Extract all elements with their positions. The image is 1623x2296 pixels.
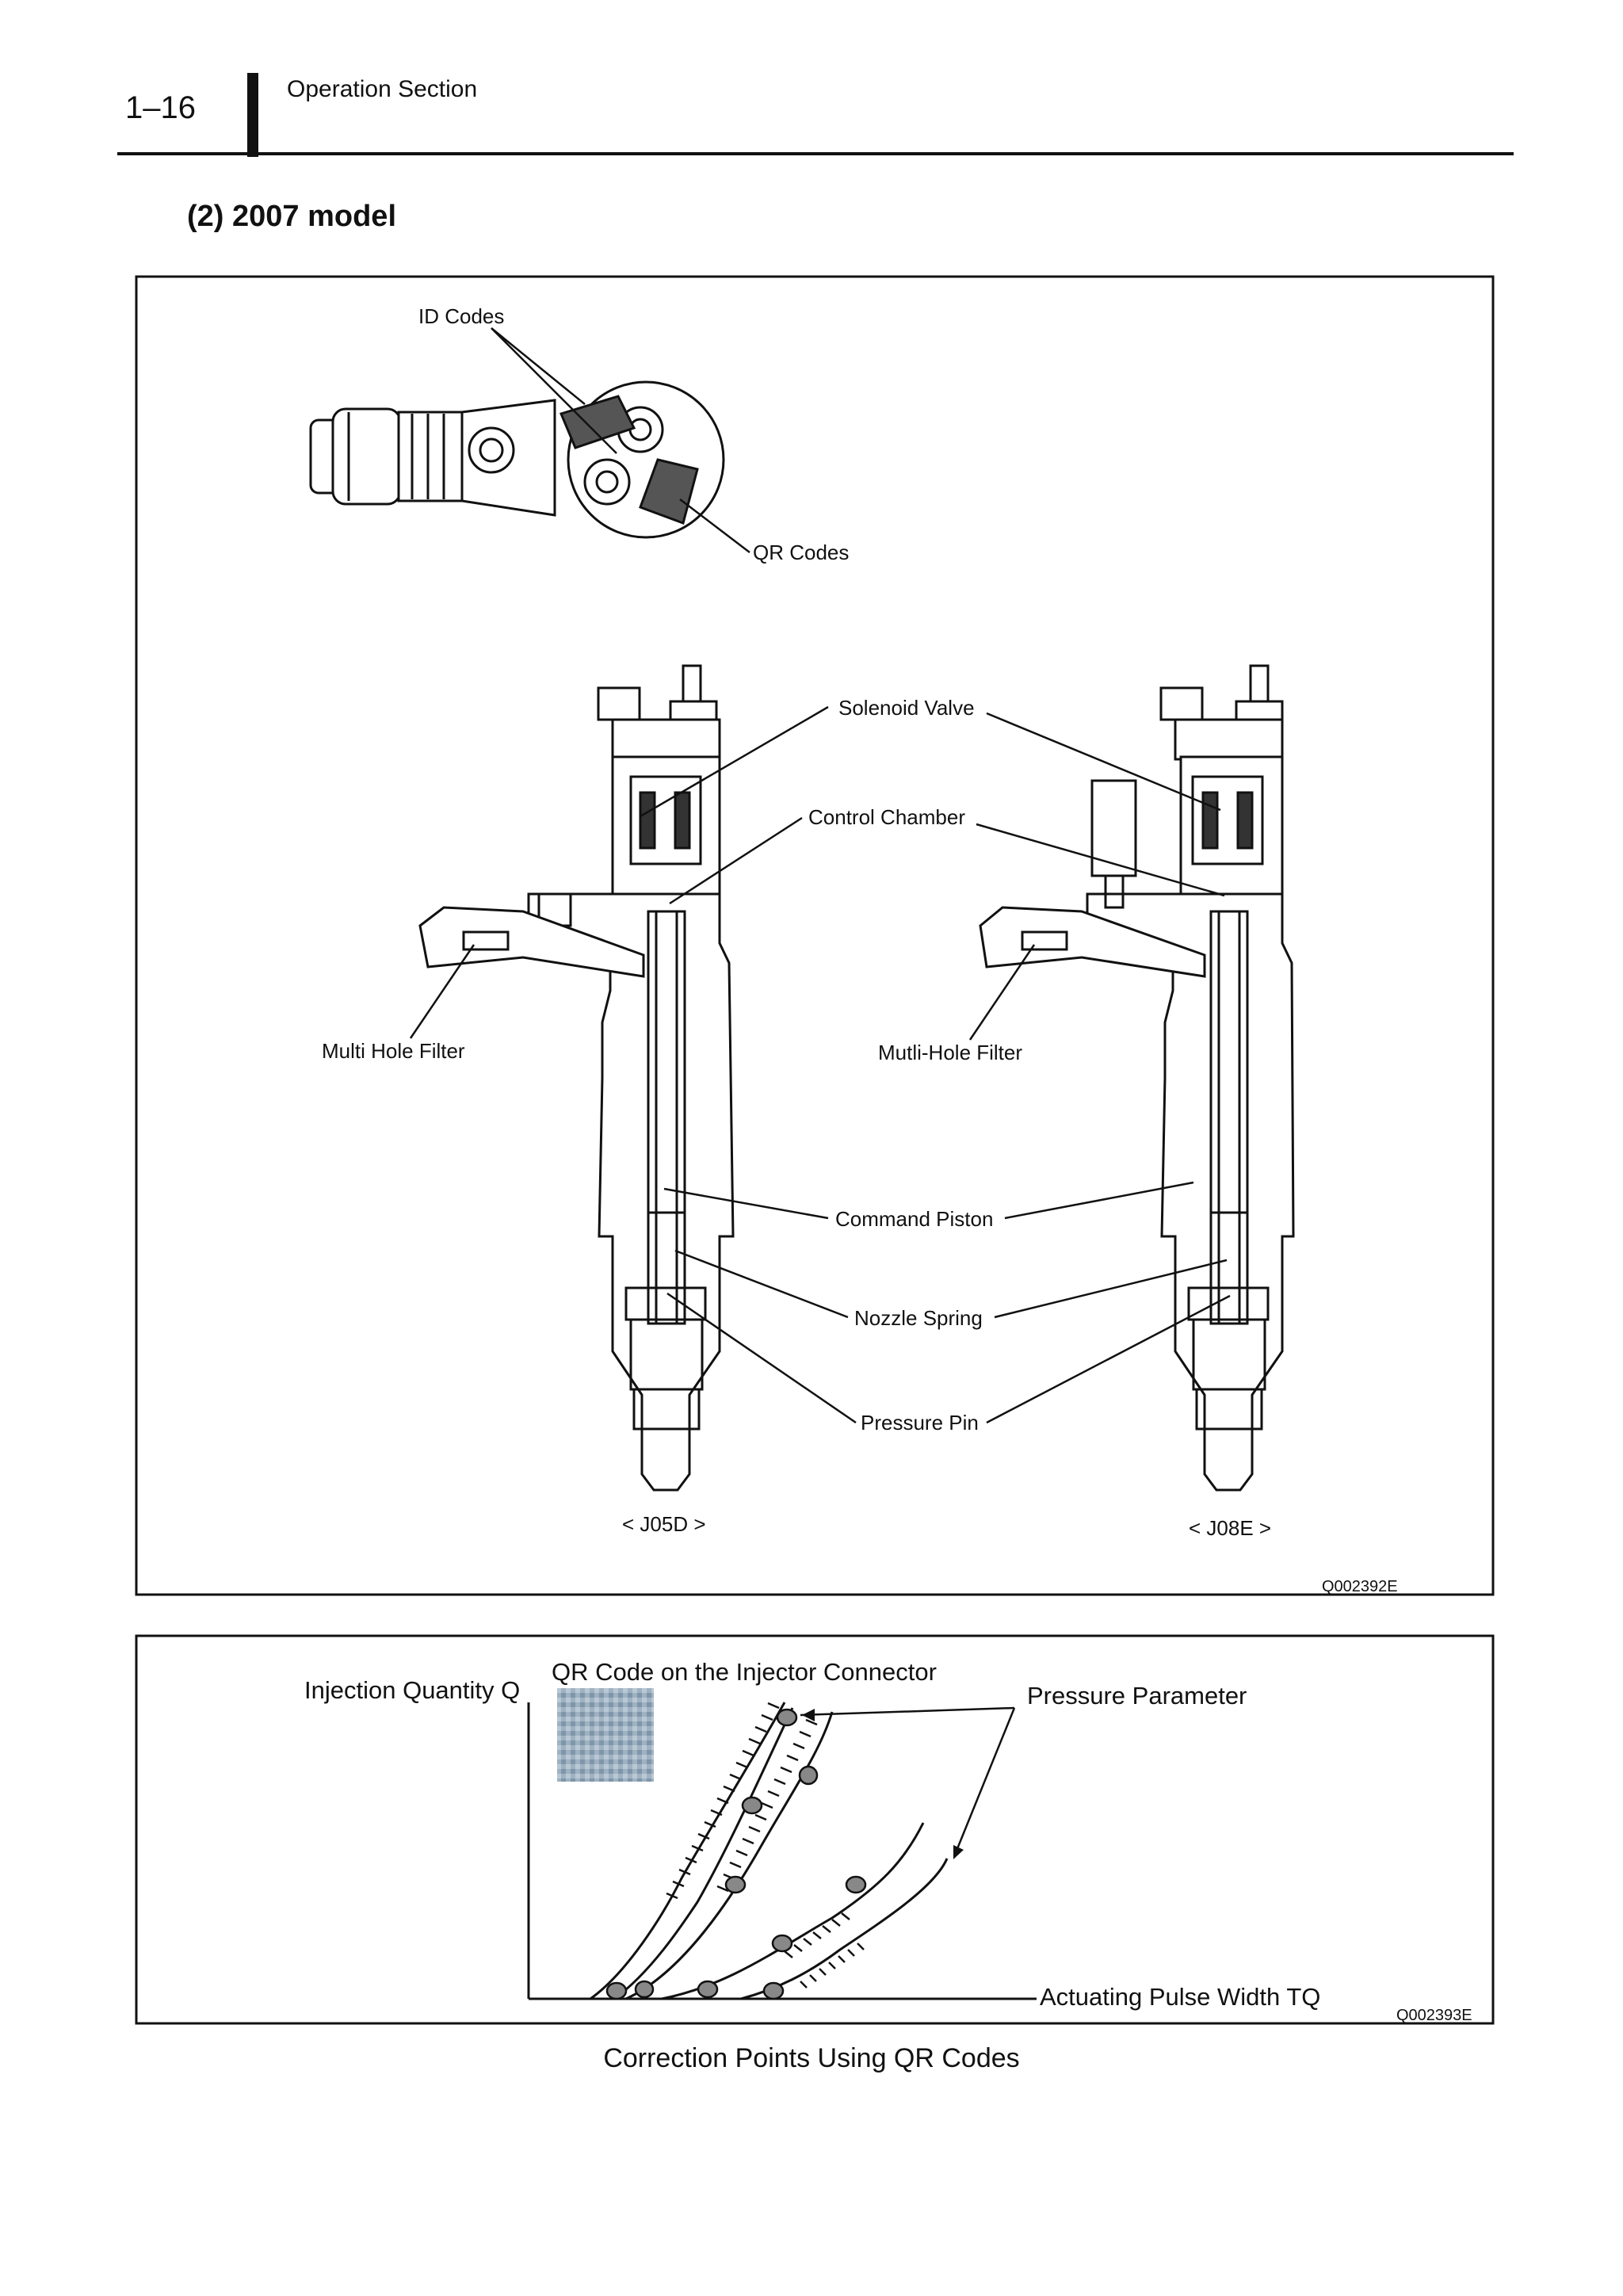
header-bar (247, 73, 258, 157)
label-id-codes: ID Codes (418, 304, 504, 328)
label-multi-hole-filter-right: Mutli-Hole Filter (878, 1041, 1022, 1064)
pressure-arrowhead-1 (802, 1709, 815, 1721)
qr-code-label: QR Code on the Injector Connector (552, 1658, 937, 1686)
leader-qr-codes (679, 499, 750, 553)
injector-figure-frame (135, 275, 1495, 1596)
label-model-j08e: < J08E > (1189, 1516, 1271, 1540)
tolerance-hatching (666, 1702, 865, 1988)
pressure-arrows (800, 1706, 1016, 1855)
page-number: 1–16 (125, 90, 196, 125)
pressure-arrowhead-2 (953, 1845, 964, 1859)
label-model-j05d: < J05D > (622, 1512, 706, 1536)
label-solenoid-valve: Solenoid Valve (838, 696, 975, 720)
qr-code-image (557, 1688, 654, 1782)
x-axis-label: Actuating Pulse Width TQ (1040, 1983, 1320, 2011)
leader-id-codes-2 (491, 327, 617, 454)
header-section-title: Operation Section (287, 76, 478, 102)
label-pressure-pin: Pressure Pin (861, 1411, 979, 1435)
header-rule (117, 152, 1514, 155)
figure-id-injector: Q002392E (1322, 1578, 1398, 1595)
label-qr-codes: QR Codes (753, 541, 849, 564)
connector-top-view (309, 380, 725, 539)
figure-caption: Correction Points Using QR Codes (603, 2043, 1020, 2073)
label-command-piston: Command Piston (835, 1207, 993, 1231)
injector-j05d (418, 664, 735, 1492)
figure-id-correction: Q002393E (1396, 2007, 1472, 2024)
correction-figure-frame (135, 1634, 1495, 2025)
label-multi-hole-filter-left: Multi Hole Filter (322, 1039, 465, 1063)
label-nozzle-spring: Nozzle Spring (854, 1306, 983, 1330)
leader-id-codes-1 (491, 327, 586, 405)
correction-points (605, 1708, 867, 2000)
label-control-chamber: Control Chamber (808, 805, 965, 829)
pressure-parameter-label: Pressure Parameter (1027, 1682, 1247, 1710)
y-axis-label: Injection Quantity Q (304, 1676, 520, 1704)
section-title: (2) 2007 model (187, 200, 396, 233)
leader-lines (409, 705, 1231, 1424)
injector-j08e (979, 664, 1295, 1492)
